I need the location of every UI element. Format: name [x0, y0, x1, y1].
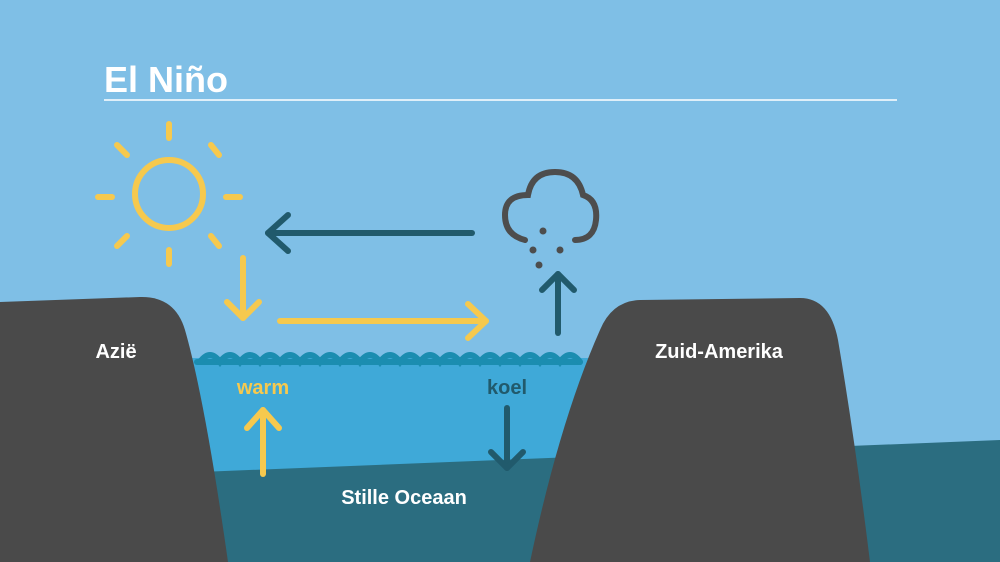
- label-warm: warm: [236, 377, 289, 399]
- label-pacific-ocean: Stille Oceaan: [341, 487, 467, 509]
- arrow-warm-up: [244, 407, 282, 477]
- rain-cloud-icon: [501, 168, 600, 269]
- label-asia: Azië: [95, 341, 136, 363]
- land-asia: [0, 296, 228, 562]
- land-south-america: [530, 298, 870, 562]
- arrow-west-wind: [265, 212, 475, 254]
- arrow-sun-down: [224, 255, 262, 321]
- sun-icon: [95, 121, 243, 267]
- arrow-warm-east: [277, 301, 489, 341]
- label-south-america: Zuid-Amerika: [655, 341, 784, 363]
- waves: [194, 352, 583, 368]
- arrow-rise-up: [539, 271, 577, 336]
- label-cool: koel: [487, 377, 527, 399]
- arrow-cool-down: [488, 405, 526, 471]
- page-title: El Niño: [104, 59, 228, 100]
